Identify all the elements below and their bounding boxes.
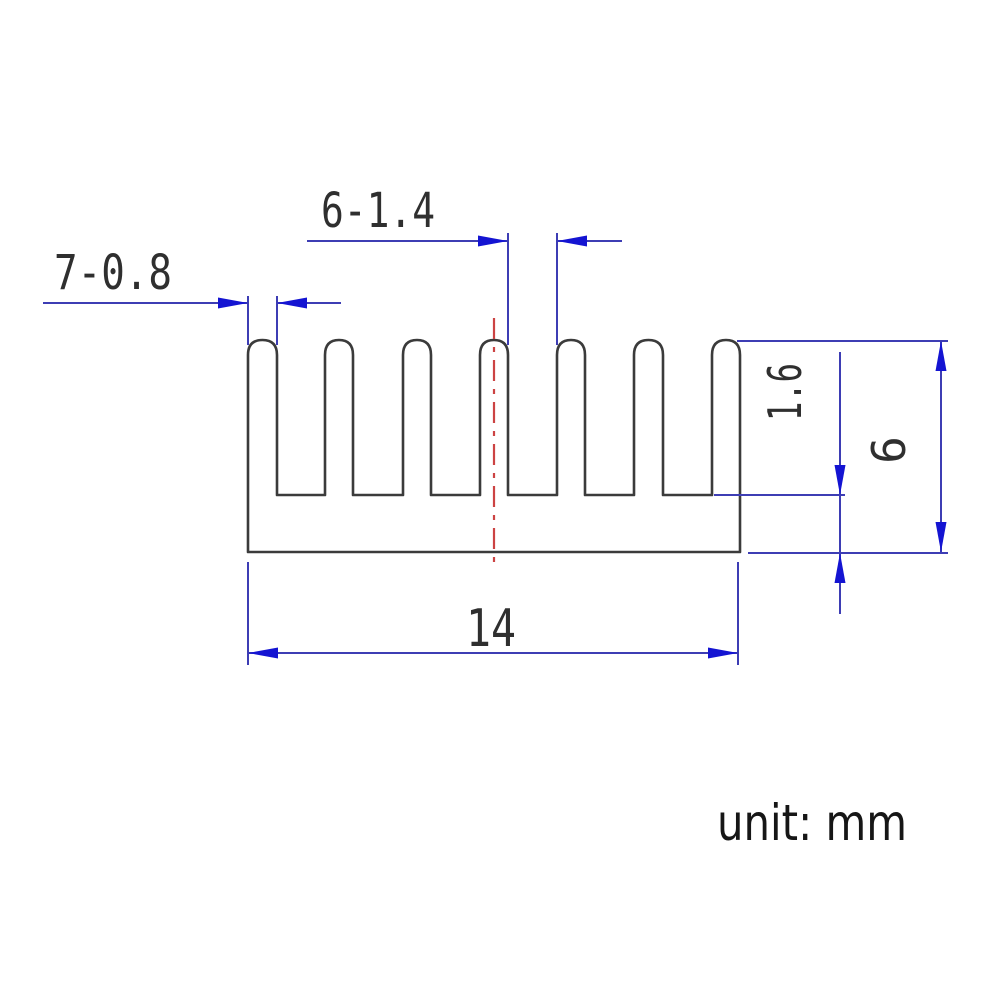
dim-label-height: 6	[862, 436, 916, 464]
dim-label-width: 14	[466, 599, 516, 659]
dim-label-gap: 6-1.4	[321, 183, 435, 239]
dim-base-thickness: 1.6	[714, 340, 948, 614]
arrowhead-icon	[218, 297, 248, 309]
arrowhead-icon	[248, 647, 278, 659]
arrowhead-icon	[935, 341, 947, 371]
arrowhead-icon	[478, 235, 508, 247]
dim-fin-width: 7-0.8	[43, 245, 341, 345]
dim-gap-width: 6-1.4	[307, 183, 622, 345]
arrowhead-icon	[277, 297, 307, 309]
unit-note: unit: mm	[717, 794, 907, 852]
heatsink-profile	[246, 338, 742, 554]
arrowhead-icon	[834, 553, 846, 583]
dim-overall-height: 6	[862, 341, 947, 552]
dim-label-base-thickness: 1.6	[758, 363, 812, 421]
heatsink-outline	[246, 338, 742, 554]
arrowhead-icon	[557, 235, 587, 247]
arrowhead-icon	[708, 647, 738, 659]
arrowhead-icon	[834, 465, 846, 495]
arrowhead-icon	[935, 522, 947, 552]
dim-label-fin: 7-0.8	[54, 245, 172, 301]
dim-overall-width: 14	[247, 562, 739, 665]
